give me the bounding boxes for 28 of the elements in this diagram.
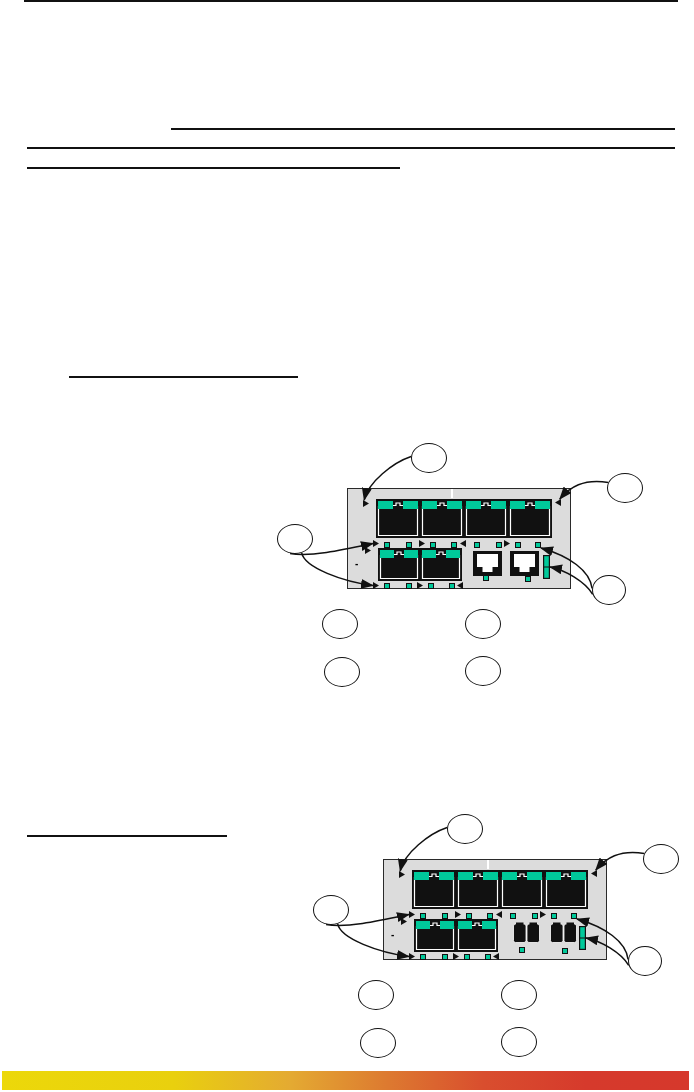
triangle-marker-icon: [409, 911, 415, 918]
led-bar-icon: [543, 555, 550, 579]
leader-arrow: [325, 912, 410, 927]
leader-arrow: [300, 552, 374, 589]
device-panel: [383, 859, 607, 960]
panel-marking: -: [355, 559, 359, 569]
leader-arrow: [595, 851, 646, 871]
led-icon: [571, 913, 577, 919]
leader-arrow: [559, 480, 610, 500]
leader-arrow: [576, 917, 629, 961]
leader-arrow: [399, 826, 448, 872]
triangle-marker-icon: [363, 500, 369, 507]
leader-arrow: [336, 923, 410, 960]
led-bar-icon: [579, 926, 586, 950]
leader-arrow: [289, 541, 374, 556]
leader-arrow: [363, 455, 412, 501]
triangle-marker-icon: [555, 499, 561, 506]
triangle-marker-icon: [591, 870, 597, 877]
device-panel: [347, 488, 571, 589]
triangle-marker-icon: [373, 540, 379, 547]
triangle-marker-icon: [409, 953, 415, 960]
leader-arrow: [549, 564, 594, 596]
leader-arrow: [585, 935, 630, 967]
triangle-marker-icon: [373, 582, 379, 589]
led-icon: [535, 542, 541, 548]
leader-arrow: [540, 546, 593, 590]
triangle-marker-icon: [399, 871, 405, 878]
panel-marking: -: [391, 930, 395, 940]
